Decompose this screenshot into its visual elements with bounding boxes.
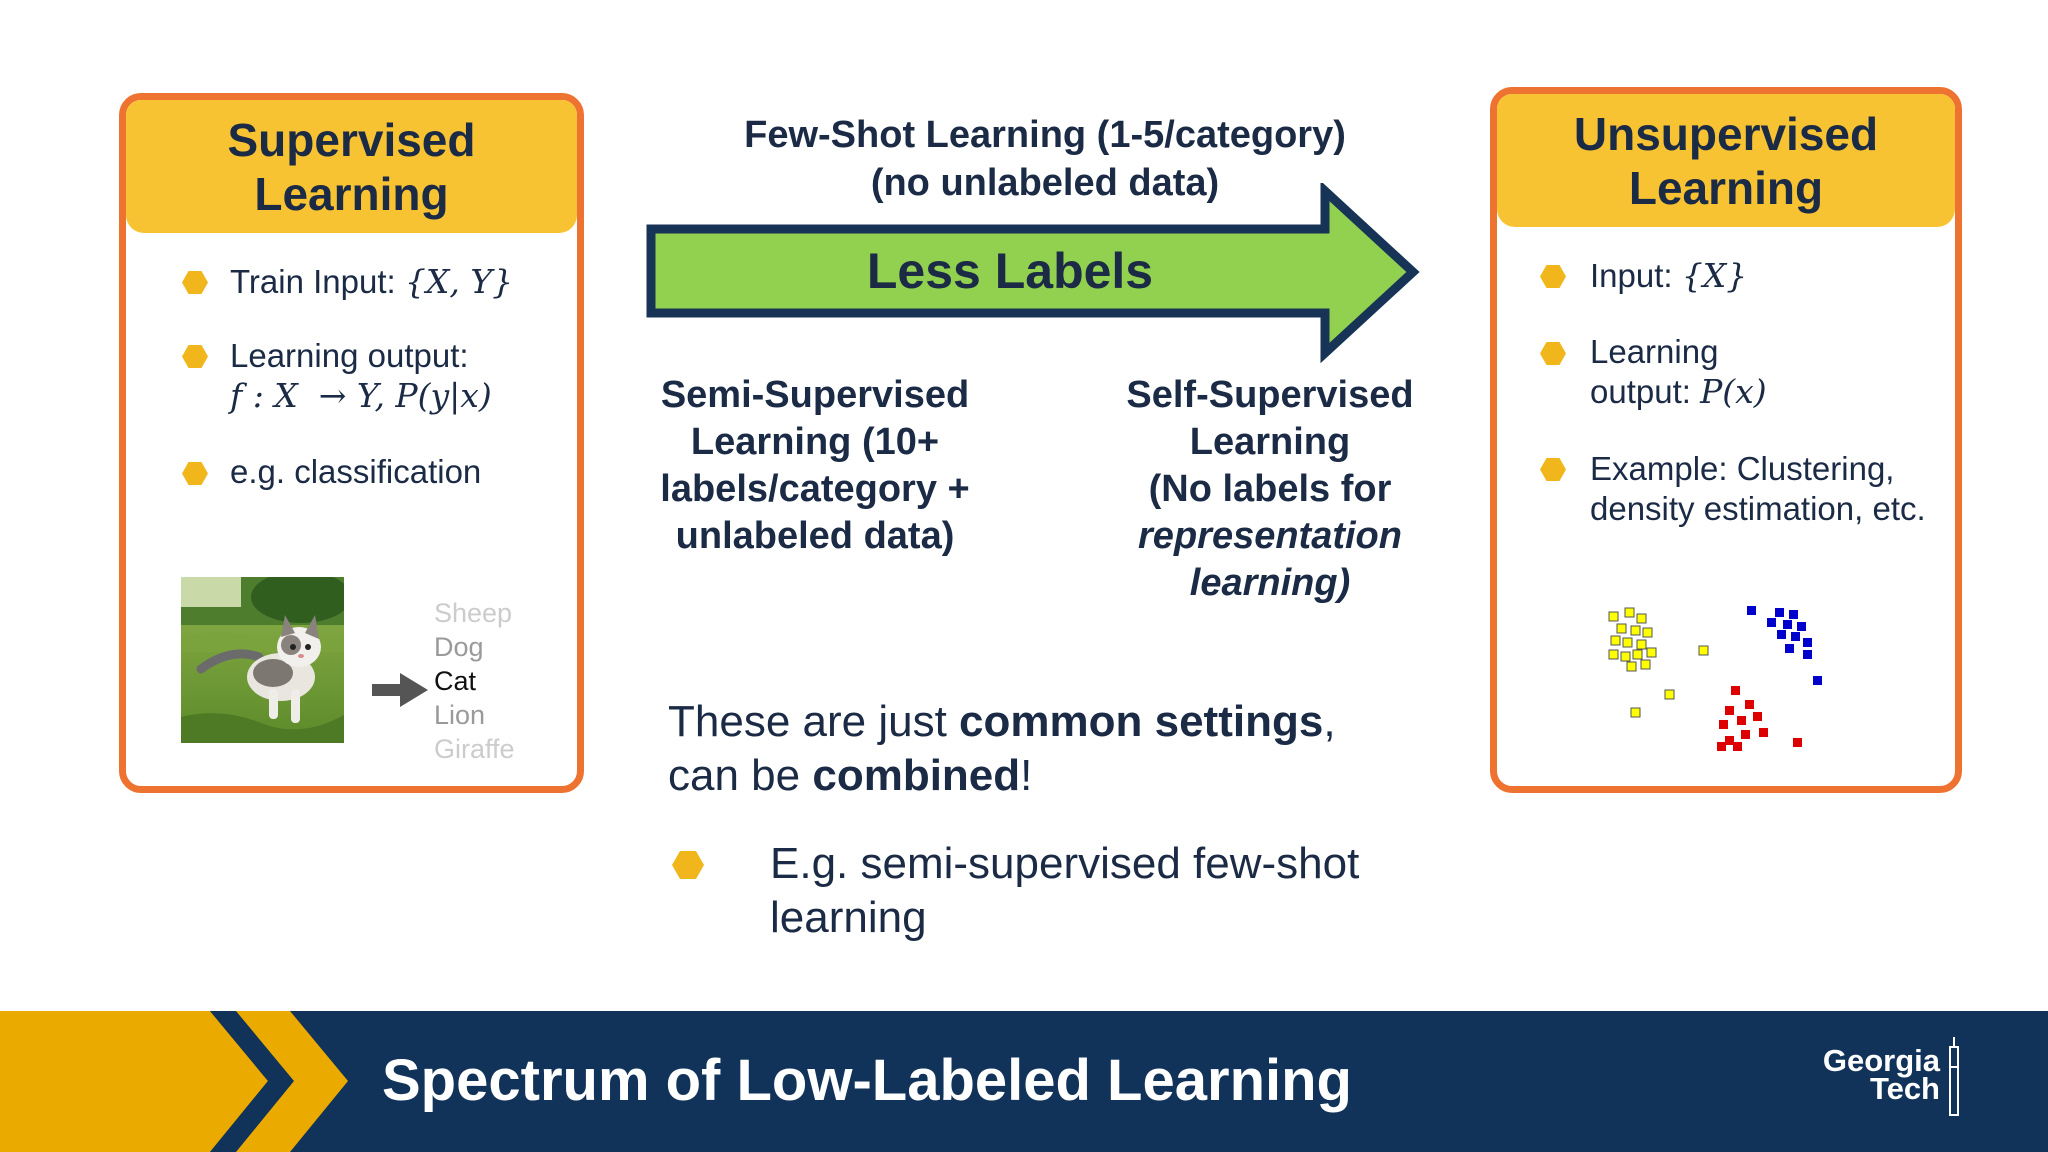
bullet-icon <box>1540 342 1566 365</box>
class-label: Sheep <box>434 598 513 628</box>
tech-tower-icon <box>1949 1037 1959 1116</box>
class-label: Giraffe <box>434 734 515 764</box>
self-supervised-text: Self-Supervised Learning (No labels for … <box>1126 374 1414 604</box>
title-banner: Spectrum of Low-Labeled Learning Georgia… <box>0 1011 2048 1152</box>
supervised-learning-title: Supervised Learning <box>126 100 577 233</box>
class-label-list: Sheep Dog Cat Lion Giraffe <box>434 596 515 766</box>
less-labels-arrow <box>645 180 1425 368</box>
semi-supervised-text: Semi-Supervised Learning (10+ labels/cat… <box>660 374 970 557</box>
bullet-icon <box>182 271 208 294</box>
class-label: Dog <box>434 632 484 662</box>
classification-example-text: e.g. classification <box>230 453 482 490</box>
bullet-icon <box>672 851 704 879</box>
bullet-icon <box>182 462 208 485</box>
class-label: Lion <box>434 700 486 730</box>
train-input-text: Train Input: {X, Y} <box>230 262 514 301</box>
clustering-example-text: Example: Clustering, density estimation,… <box>1590 450 1926 527</box>
bullet-icon <box>1540 458 1566 481</box>
classification-arrow-icon <box>372 673 428 712</box>
georgia-tech-logo: Georgia Tech <box>1790 1037 1970 1116</box>
learning-output-text: Learning output: <box>230 337 469 374</box>
chevron-decoration-icon <box>0 1011 348 1152</box>
less-labels-text: Less Labels <box>866 243 1154 299</box>
example-bullet-text: E.g. semi-supervised few-shot learning <box>770 839 1360 942</box>
bullet-icon <box>182 345 208 368</box>
unsupervised-learning-title: Unsupervised Learning <box>1497 94 1955 227</box>
slide-title: Spectrum of Low-Labeled Learning <box>382 1048 1352 1113</box>
cluster-scatter-plot <box>1608 606 1822 751</box>
combined-settings-text: These are just common settings, can be c… <box>668 697 1336 800</box>
few-shot-heading: Few-Shot Learning (1-5/category) (no unl… <box>744 114 1346 204</box>
learning-output-formula: f : X → Y, P(y|x) <box>230 376 492 415</box>
input-text: Input: {X} <box>1590 256 1748 295</box>
unsupervised-learning-box: Unsupervised Learning Input: {X} Learnin… <box>1490 87 1962 793</box>
supervised-learning-box: Supervised Learning Train Input: {X, Y} … <box>119 93 584 793</box>
bullet-icon <box>1540 265 1566 288</box>
class-label-selected: Cat <box>434 666 477 696</box>
learning-output-text: Learning output: P(x) <box>1590 333 1767 411</box>
kitten-photo <box>181 577 344 743</box>
